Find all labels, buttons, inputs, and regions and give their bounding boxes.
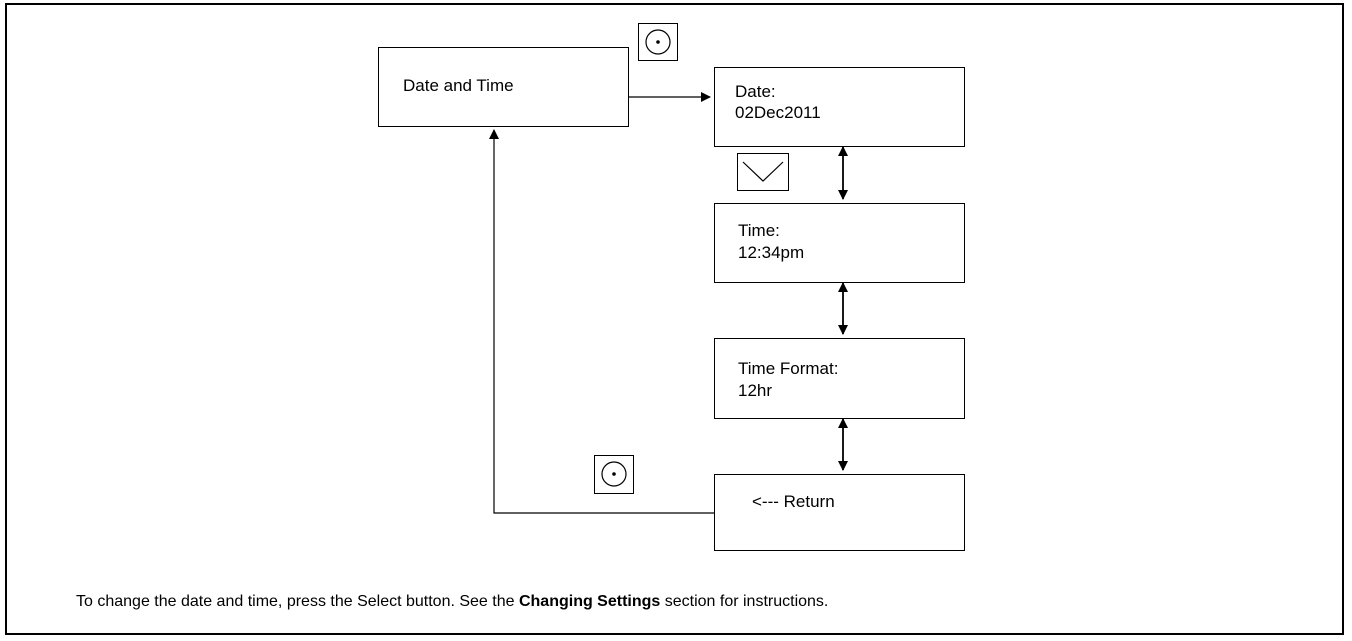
date-value: 02Dec2011 bbox=[735, 103, 821, 122]
arrow-return-to-root bbox=[489, 129, 714, 514]
chevron-down-icon bbox=[742, 161, 784, 182]
return-label: <--- Return bbox=[752, 492, 835, 511]
caption-text-before: To change the date and time, press the S… bbox=[76, 593, 519, 610]
root-menu-box[interactable]: Date and Time bbox=[378, 47, 629, 127]
time-format-value: 12hr bbox=[738, 381, 773, 400]
time-menu-box[interactable]: Time: 12:34pm bbox=[714, 203, 965, 283]
select-button-bottom bbox=[594, 455, 634, 494]
down-button bbox=[737, 153, 789, 191]
figure-frame bbox=[5, 3, 1344, 635]
caption-text-bold: Changing Settings bbox=[518, 593, 661, 610]
time-label: Time: bbox=[738, 221, 780, 240]
date-label: Date: bbox=[735, 82, 776, 101]
date-menu-box[interactable]: Date: 02Dec2011 bbox=[714, 67, 965, 147]
time-format-menu-box[interactable]: Time Format: 12hr bbox=[714, 338, 965, 419]
select-button-top bbox=[638, 23, 678, 61]
time-value: 12:34pm bbox=[738, 243, 805, 262]
caption-text-after: section for instructions. bbox=[660, 593, 829, 610]
return-menu-box[interactable]: <--- Return bbox=[714, 474, 965, 551]
root-menu-label: Date and Time bbox=[403, 76, 514, 95]
select-icon bbox=[645, 29, 671, 55]
instruction-caption: To change the date and time, press the S… bbox=[76, 592, 828, 612]
time-format-label: Time Format: bbox=[738, 359, 839, 378]
select-icon bbox=[601, 461, 627, 487]
